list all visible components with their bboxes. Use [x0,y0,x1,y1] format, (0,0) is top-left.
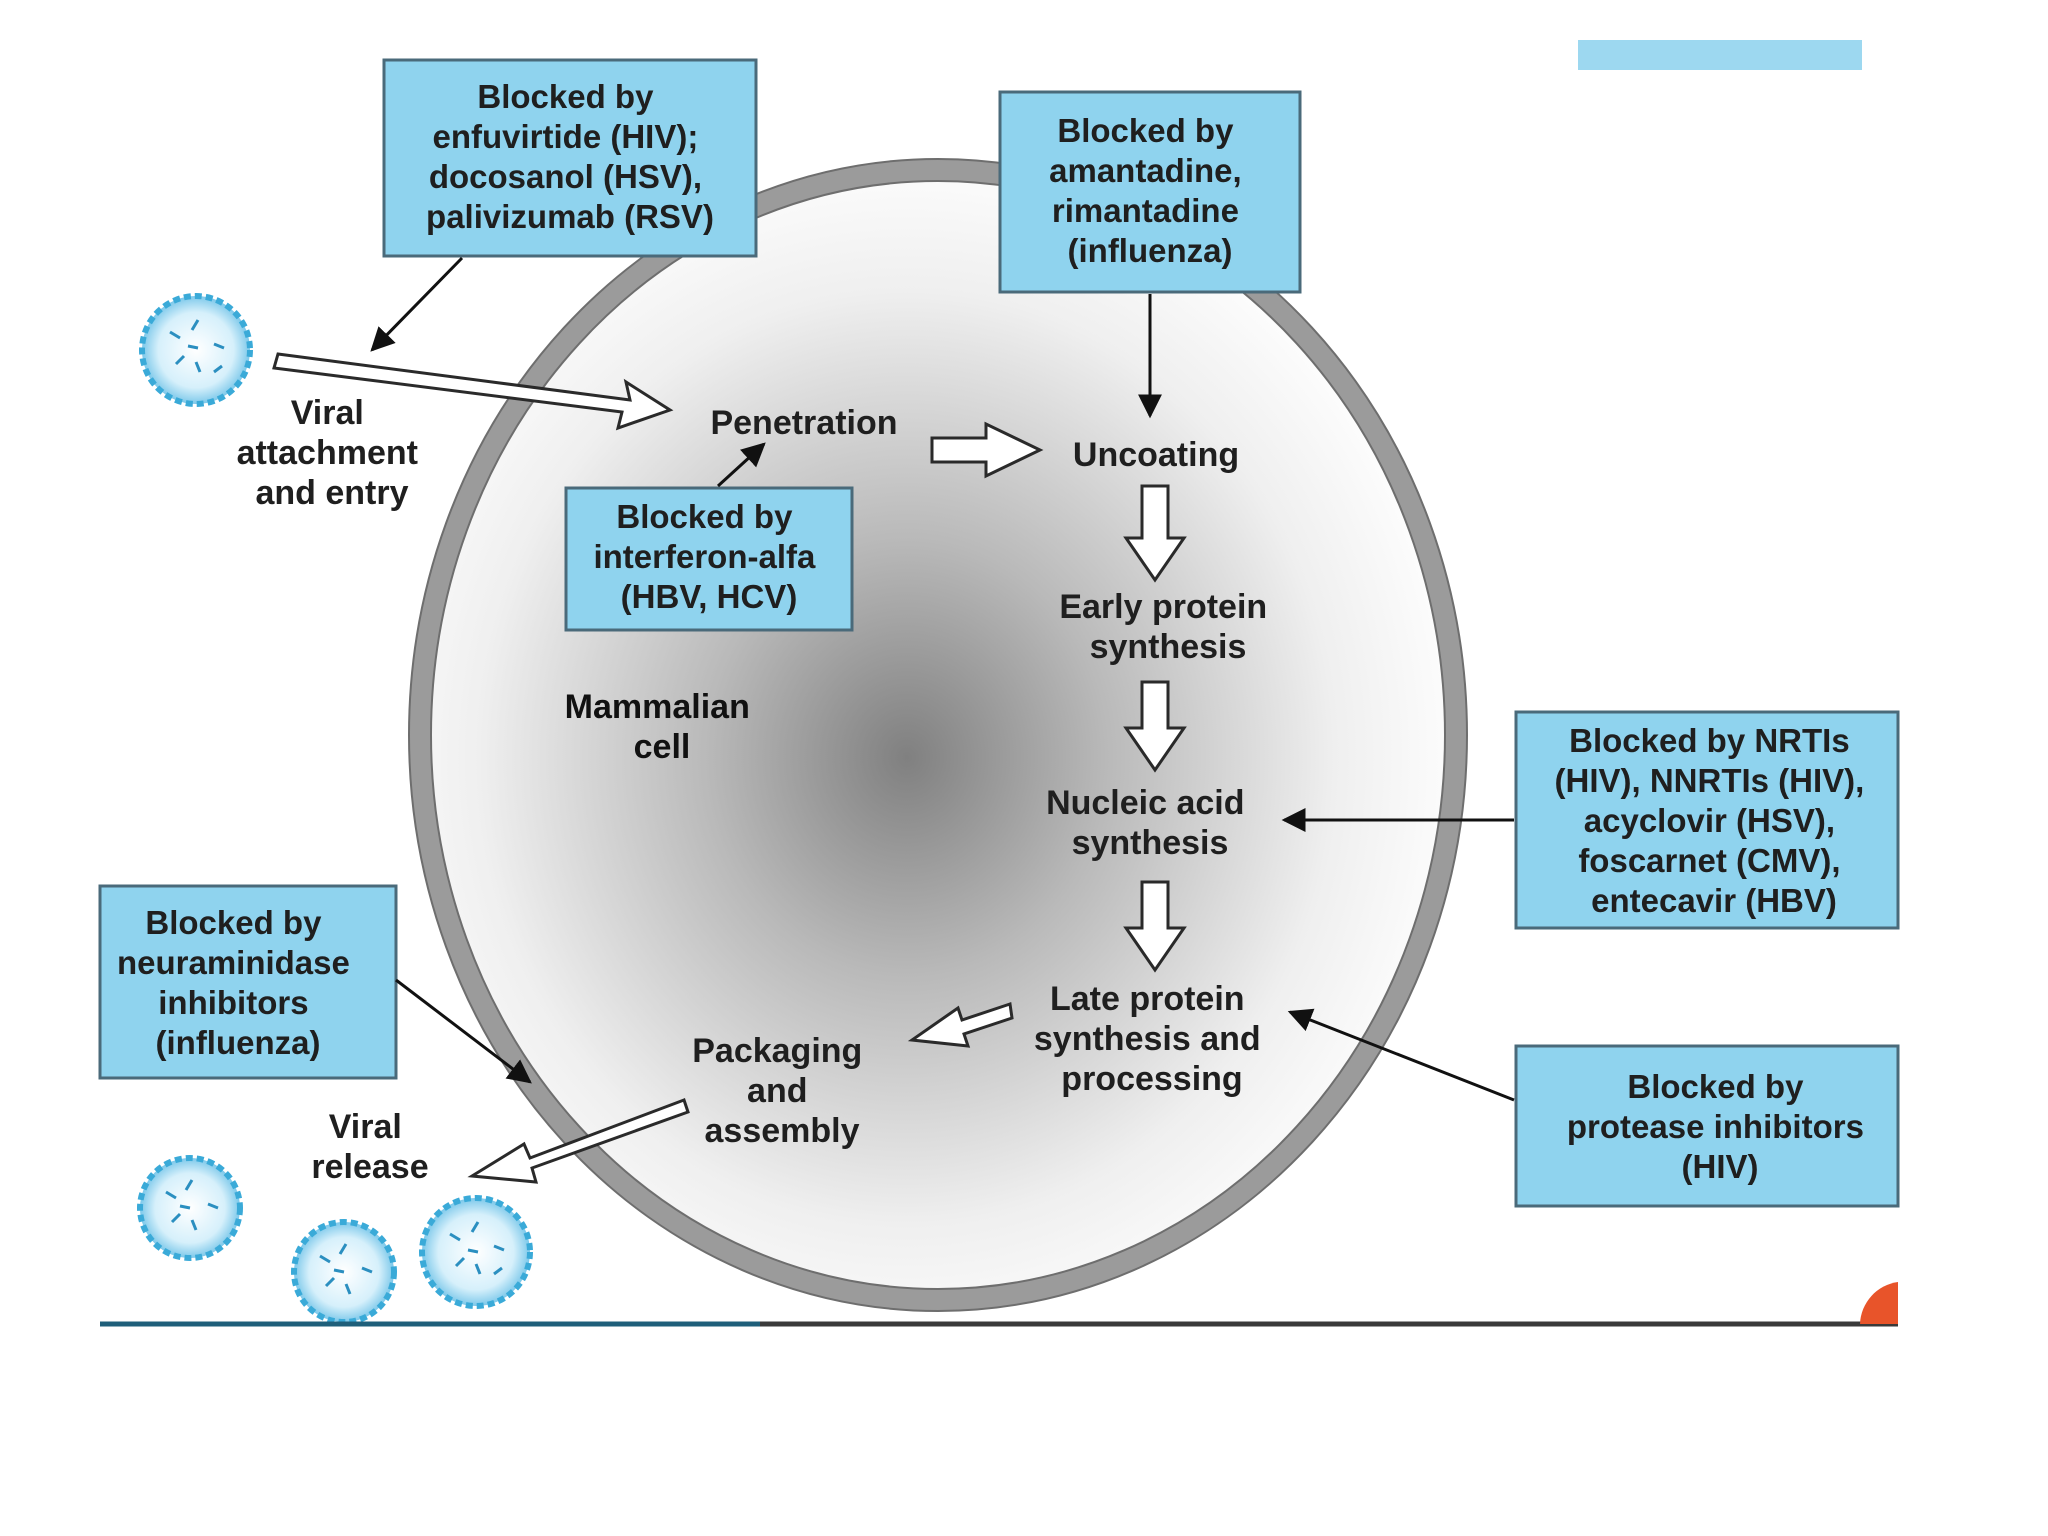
mammalian-cell [408,158,1468,1312]
flow-arrow-release [467,1098,690,1184]
svg-text:Blocked by NRTIs (HIV),: Blocked by NRTIs (HIV), NNRTIs (HIV), ac… [1555,722,1874,919]
virus-particle [291,1219,397,1325]
flow-arrow-nucleic-late [1123,880,1187,973]
blocker-box-protease: Blocked by protease inhibitors (HIV) [1514,1044,1900,1208]
blocker-box-amantadine: Blocked by amantadine, rimantadine (infl… [998,90,1302,294]
cell-label: Mammalian cell [565,688,760,766]
blocker-box-neuraminidase: Blocked by neuraminidase inhibitors (inf… [98,884,398,1080]
stage-penetration: Penetration [710,404,897,442]
stage-nucleic-acid: Nucleic acid synthesis [1046,784,1254,862]
inhibit-arrow-attachment [370,256,464,352]
cell-membrane [409,159,1467,1311]
flow-arrow-entry [272,352,674,431]
stage-late-protein: Late protein synthesis and processing [1034,980,1270,1098]
virus-particle [139,293,253,407]
flow-arrow-early-nucleic [1123,680,1187,773]
flow-arrow-late-packaging [907,1002,1014,1048]
svg-text:Blocked by neuraminidase: Blocked by neuraminidase inhibitors (inf… [117,904,359,1061]
svg-text:Blocked by interferon-al: Blocked by interferon-alfa (HBV, HCV) [593,498,824,615]
svg-text:Blocked by amantadine,: Blocked by amantadine, rimantadine (infl… [1049,112,1251,269]
inhibit-arrow-release [395,978,532,1084]
cropped-top-banner [1578,40,1862,70]
blocker-box-enfuvirtide: Blocked by enfuvirtide (HIV); docosanol … [382,58,758,258]
svg-text:Blocked by enfuvirtide (: Blocked by enfuvirtide (HIV); docosanol … [426,78,714,235]
flow-arrow-uncoating-early [1123,484,1187,583]
stage-viral-attachment: Viral attachment and entry [237,394,428,512]
blocker-box-nrti: Blocked by NRTIs (HIV), NNRTIs (HIV), ac… [1514,710,1900,930]
stage-packaging: Packaging and assembly [692,1032,872,1150]
virus-particle [137,1155,243,1261]
flow-arrow-penetration-uncoating [930,421,1044,479]
svg-text:Blocked by protease inhi: Blocked by protease inhibitors (HIV) [1567,1068,1873,1185]
blocker-box-interferon: Blocked by interferon-alfa (HBV, HCV) [564,486,854,632]
stage-uncoating: Uncoating [1073,436,1239,474]
stage-viral-release: Viral release [311,1108,428,1186]
virus-particle [419,1195,533,1309]
orange-accent-shape [1860,1282,1898,1324]
inhibit-arrow-late-protein [1287,1008,1515,1102]
stage-early-protein: Early protein synthesis [1059,588,1276,666]
inhibit-arrow-penetration [716,442,766,488]
